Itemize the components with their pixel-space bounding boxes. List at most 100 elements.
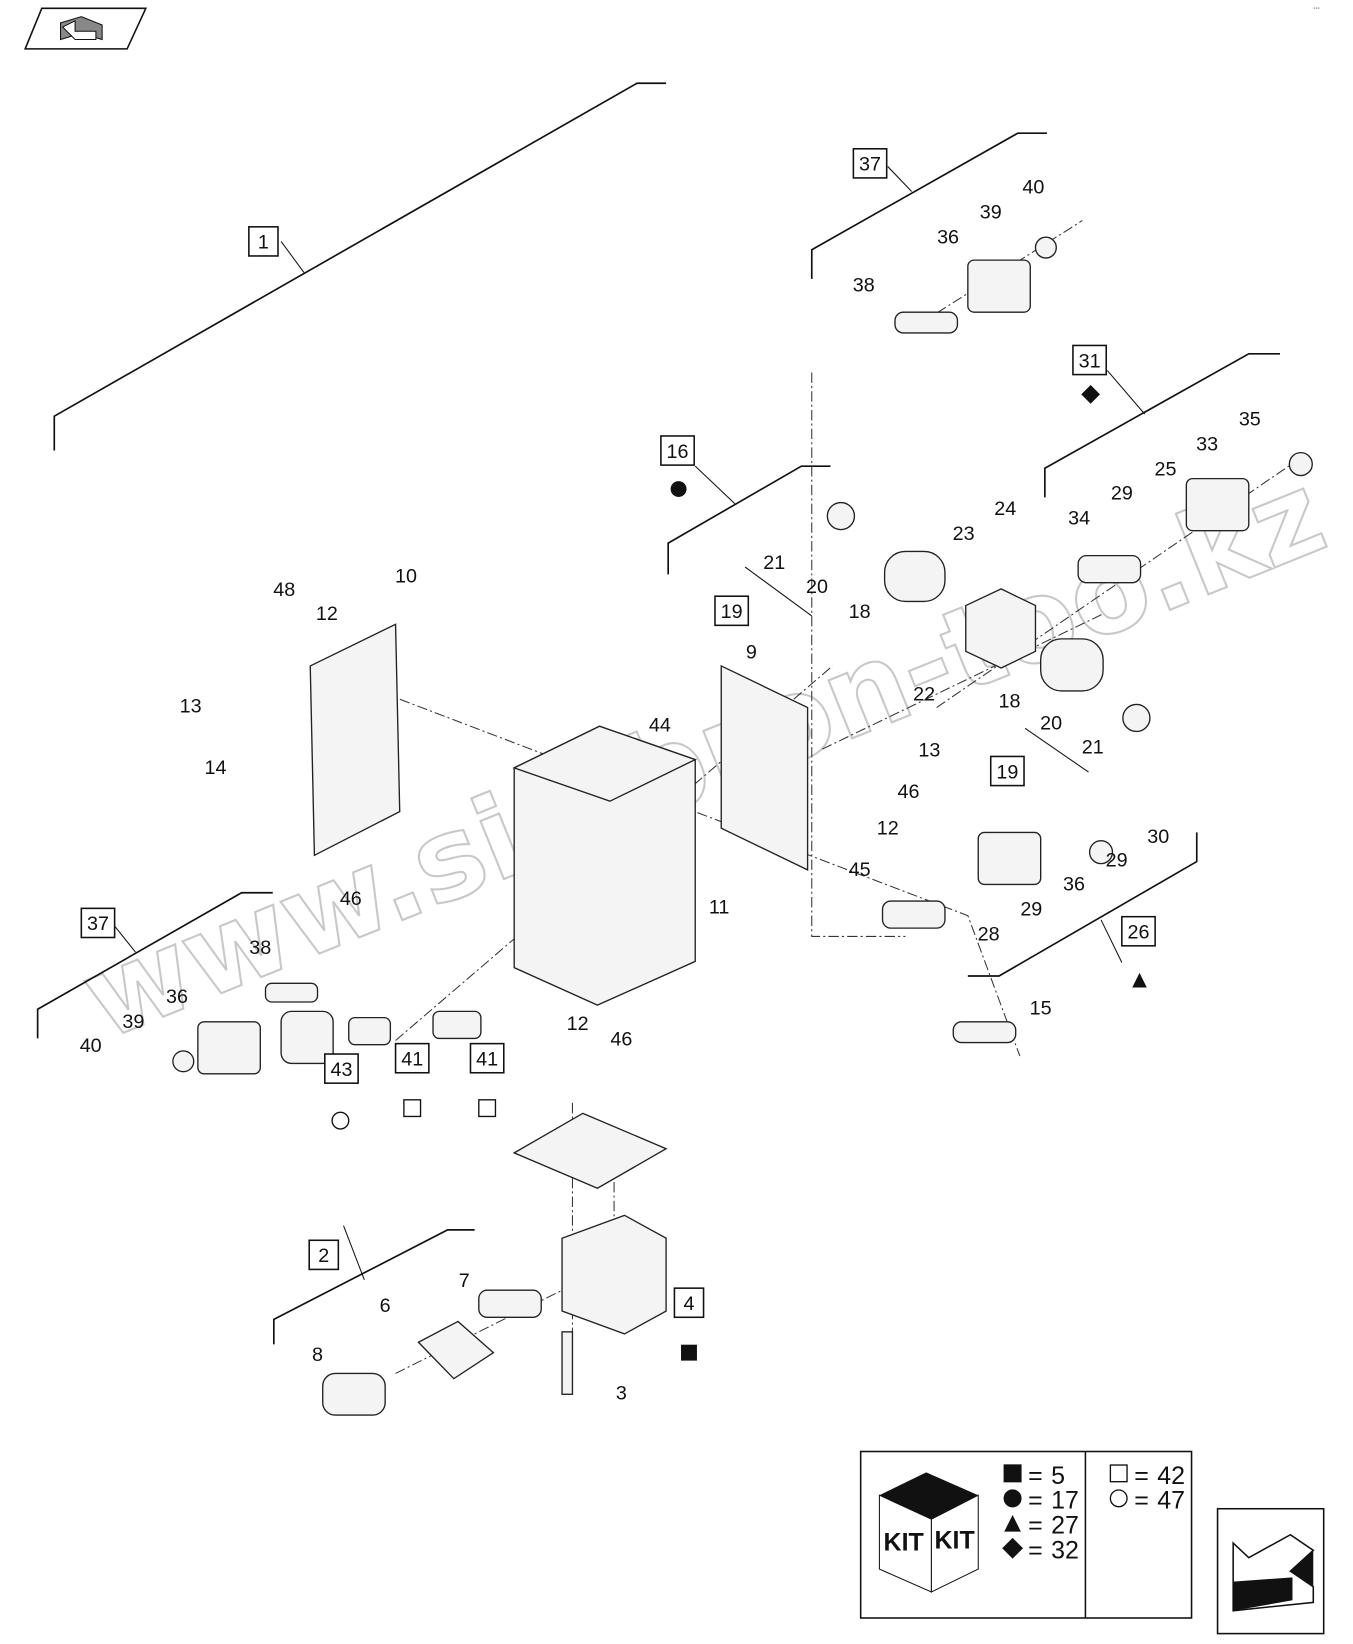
callout-28[interactable]: 28 xyxy=(978,924,1000,946)
callout-44[interactable]: 44 xyxy=(649,714,671,736)
callout-40[interactable]: 40 xyxy=(80,1035,102,1057)
callout-30[interactable]: 30 xyxy=(1147,826,1169,848)
callout-45[interactable]: 45 xyxy=(849,859,871,881)
valve-section xyxy=(561,1214,667,1335)
parts xyxy=(172,236,1313,1416)
callout-13[interactable]: 13 xyxy=(918,739,940,761)
boxed-label-31[interactable]: 31 xyxy=(1072,344,1108,376)
boxed-label-text: 41 xyxy=(476,1048,498,1070)
callout-23[interactable]: 23 xyxy=(953,523,975,545)
callout-34[interactable]: 34 xyxy=(1068,507,1090,529)
legend-value: 17 xyxy=(1051,1487,1079,1515)
boxed-label-text: 1 xyxy=(258,232,269,254)
callout-12[interactable]: 12 xyxy=(877,817,899,839)
callout-25[interactable]: 25 xyxy=(1155,459,1177,481)
empty-square-marker xyxy=(478,1099,497,1118)
boxed-label-text: 19 xyxy=(721,601,743,623)
callout-29[interactable]: 29 xyxy=(1106,850,1128,872)
callout-21[interactable]: 21 xyxy=(763,552,785,574)
boxed-label-19[interactable]: 19 xyxy=(714,595,750,627)
boxed-label-41[interactable]: 41 xyxy=(394,1042,430,1074)
kit-legend: KIT KIT =5=17=27=32=42=47 xyxy=(859,1450,1193,1619)
callout-15[interactable]: 15 xyxy=(1030,997,1052,1019)
callout-21[interactable]: 21 xyxy=(1082,736,1104,758)
coil xyxy=(967,259,1031,313)
callout-46[interactable]: 46 xyxy=(340,888,362,910)
callout-29[interactable]: 29 xyxy=(1111,482,1133,504)
callout-12[interactable]: 12 xyxy=(316,603,338,625)
boxed-label-37[interactable]: 37 xyxy=(852,148,888,179)
boxed-label-26[interactable]: 26 xyxy=(1121,915,1156,947)
filled-triangle-marker-27 xyxy=(1132,972,1147,988)
callout-46[interactable]: 46 xyxy=(898,781,920,803)
callout-46[interactable]: 46 xyxy=(610,1029,632,1051)
boxed-label-text: 37 xyxy=(87,913,109,935)
callout-8[interactable]: 8 xyxy=(312,1344,323,1366)
boxed-label-16[interactable]: 16 xyxy=(660,435,695,466)
boxed-label-text: 37 xyxy=(859,154,881,176)
callout-36[interactable]: 36 xyxy=(1063,874,1085,896)
callout-11[interactable]: 11 xyxy=(709,897,730,919)
boxed-label-text: 26 xyxy=(1128,922,1150,944)
bottom-plate xyxy=(512,1112,668,1190)
equals-sign: = xyxy=(1028,1537,1043,1565)
callout-35[interactable]: 35 xyxy=(1239,409,1261,431)
callout-9[interactable]: 9 xyxy=(746,642,757,664)
boxed-label-text: 43 xyxy=(330,1059,352,1081)
boxed-label-1[interactable]: 1 xyxy=(248,226,279,257)
callout-39[interactable]: 39 xyxy=(122,1011,144,1033)
back-nav-button[interactable] xyxy=(23,7,148,50)
callout-18[interactable]: 18 xyxy=(849,601,871,623)
square-icon xyxy=(1109,1464,1128,1483)
callout-10[interactable]: 10 xyxy=(395,566,417,588)
callout-36[interactable]: 36 xyxy=(166,986,188,1008)
block-23 xyxy=(965,588,1037,669)
boxed-label-text: 2 xyxy=(318,1245,329,1267)
next-page-button[interactable] xyxy=(1216,1507,1325,1635)
right-plate xyxy=(720,664,809,871)
watermark: www.simbron-too.kz xyxy=(65,446,1342,1065)
callout-38[interactable]: 38 xyxy=(853,274,875,296)
callout-3[interactable]: 3 xyxy=(616,1382,627,1404)
kit-symbol-markers xyxy=(331,384,1147,1361)
callout-33[interactable]: 33 xyxy=(1196,434,1218,456)
boxed-label-41[interactable]: 41 xyxy=(469,1042,505,1074)
equals-sign: = xyxy=(1134,1487,1149,1515)
callout-numbers: 4039363835332529342423212018104812131492… xyxy=(80,177,1261,1405)
callout-18[interactable]: 18 xyxy=(998,691,1020,713)
callout-39[interactable]: 39 xyxy=(980,202,1002,224)
equals-sign: = xyxy=(1028,1487,1043,1515)
boxed-label-19[interactable]: 19 xyxy=(989,755,1025,787)
callout-48[interactable]: 48 xyxy=(273,579,295,601)
callout-12[interactable]: 12 xyxy=(567,1013,589,1035)
boxed-label-37[interactable]: 37 xyxy=(80,907,116,939)
boxed-label-2[interactable]: 2 xyxy=(308,1239,340,1271)
callout-13[interactable]: 13 xyxy=(180,696,202,718)
callout-20[interactable]: 20 xyxy=(1040,712,1062,734)
boxed-label-text: 16 xyxy=(667,441,689,463)
arrow-next-icon xyxy=(1232,1533,1315,1612)
callout-29[interactable]: 29 xyxy=(1020,899,1042,921)
legend-value: 47 xyxy=(1157,1487,1185,1515)
callout-40[interactable]: 40 xyxy=(1022,177,1044,199)
boxed-label-4[interactable]: 4 xyxy=(673,1287,705,1319)
callout-38[interactable]: 38 xyxy=(249,937,271,959)
boxed-label-43[interactable]: 43 xyxy=(324,1053,359,1084)
equals-sign: = xyxy=(1028,1462,1043,1490)
callout-20[interactable]: 20 xyxy=(806,576,828,598)
callout-24[interactable]: 24 xyxy=(994,498,1016,520)
callout-22[interactable]: 22 xyxy=(913,683,935,705)
gasket xyxy=(417,1320,495,1380)
corner-code: ••• xyxy=(1313,5,1320,12)
legend-value: 42 xyxy=(1157,1462,1185,1490)
callout-36[interactable]: 36 xyxy=(937,226,959,248)
boxed-label-text: 41 xyxy=(401,1048,423,1070)
callout-14[interactable]: 14 xyxy=(205,757,227,779)
left-plate xyxy=(309,623,401,857)
callout-6[interactable]: 6 xyxy=(380,1295,391,1317)
filled-circle-icon xyxy=(1003,1489,1022,1508)
assembly-brackets xyxy=(36,82,1280,1345)
callout-7[interactable]: 7 xyxy=(459,1270,470,1292)
